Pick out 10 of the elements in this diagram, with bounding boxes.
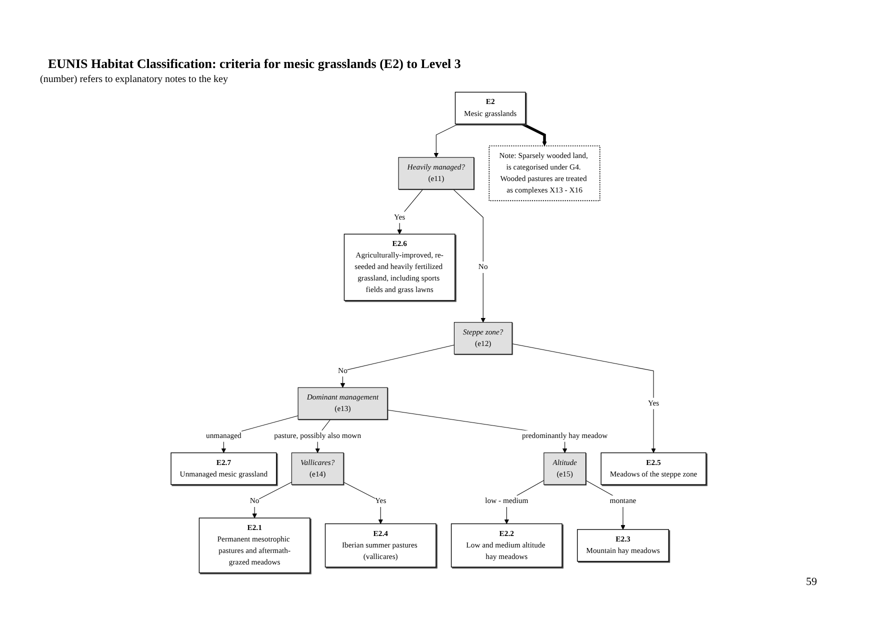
arrow [252, 482, 292, 518]
arrow [522, 122, 547, 146]
arrow [397, 188, 424, 234]
arrow [340, 344, 454, 388]
arrow [452, 188, 486, 323]
arrow [512, 344, 656, 453]
subtitle-note: (number) refers to explanatory notes to the key [40, 74, 228, 85]
title: EUNIS Habitat Classification: criteria for mesic grasslands (E2) to Level 3 [48, 56, 461, 72]
arrow [434, 124, 459, 158]
page-number: 59 [806, 576, 817, 588]
